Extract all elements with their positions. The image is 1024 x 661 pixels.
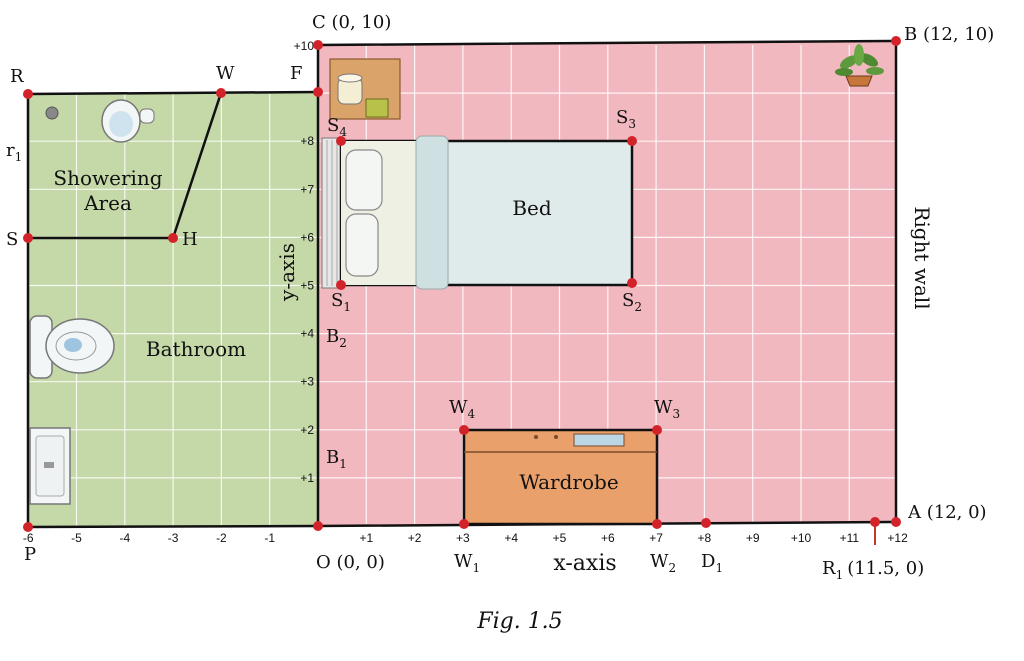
point-d1-label: D1 [701, 551, 723, 575]
x-tick-label: +8 [698, 531, 712, 545]
y-tick-label: +1 [300, 471, 314, 485]
origin-label: O (0, 0) [316, 552, 385, 573]
y-axis-ticks: +1 +2 +3 +4 +5 +6 +7 +8 +10 [294, 39, 315, 485]
point-c-label: C (0, 10) [312, 12, 391, 33]
point-s4-label: S4 [327, 115, 347, 139]
sink-icon [29, 427, 71, 505]
bed [321, 135, 634, 290]
point-w1-label: W1 [454, 551, 480, 575]
bathroom-label: Bathroom [146, 337, 246, 361]
point-a-label: A (12, 0) [907, 502, 987, 523]
figure-caption: Fig. 1.5 [476, 609, 562, 634]
showering-area-label-line2: Area [83, 191, 132, 215]
x-tick-label: +10 [791, 531, 812, 545]
x-tick-label: -6 [23, 531, 34, 545]
basin-icon [101, 99, 155, 143]
lamp-icon [329, 58, 401, 120]
x-tick-label: +4 [504, 531, 518, 545]
plant-icon [835, 44, 884, 87]
point-r1-label: R1(11.5, 0) [822, 558, 924, 582]
point-s1-label: S1 [331, 290, 351, 314]
y-tick-label: +2 [300, 423, 314, 437]
y-axis-label: y-axis [275, 243, 299, 302]
x-tick-label: +3 [456, 531, 470, 545]
point-p-label: P [24, 544, 36, 565]
point-s3-label: S3 [616, 107, 636, 131]
point-b-label: B (12, 10) [904, 24, 994, 45]
toilet-icon [29, 315, 115, 379]
y-tick-label: +10 [294, 39, 315, 53]
y-tick-label: +4 [300, 327, 314, 341]
y-tick-label: +7 [300, 182, 314, 196]
y-tick-label: +8 [300, 134, 314, 148]
x-tick-label: +5 [553, 531, 567, 545]
point-h-label: H [182, 229, 198, 250]
x-tick-label: -1 [264, 531, 275, 545]
point-b1-label: B1 [326, 447, 347, 471]
point-w-label: W [216, 63, 235, 84]
x-tick-label: +9 [746, 531, 760, 545]
point-r1-lower-label: r1 [6, 140, 22, 164]
x-axis-ticks: -6 -5 -4 -3 -2 -1 +1 +2 +3 +4 +5 +6 +7 +8 +9 +10 +11 +12 [23, 531, 908, 545]
x-tick-label: -5 [71, 531, 82, 545]
x-tick-label: +6 [601, 531, 615, 545]
x-tick-label: +1 [359, 531, 373, 545]
y-tick-label: +3 [300, 375, 314, 389]
x-tick-label: +7 [649, 531, 663, 545]
x-axis-label: x-axis [553, 551, 616, 576]
x-tick-label: -3 [168, 531, 179, 545]
point-f-label: F [290, 63, 303, 84]
x-tick-label: +11 [840, 531, 860, 545]
point-s2-label: S2 [622, 290, 642, 314]
point-w3-label: W3 [654, 397, 680, 421]
bed-label: Bed [512, 196, 552, 220]
x-tick-label: -4 [119, 531, 130, 545]
point-r-label: R [10, 66, 24, 87]
wardrobe [462, 428, 659, 526]
x-tick-label: +12 [887, 531, 908, 545]
y-tick-label: +5 [300, 279, 314, 293]
point-s-label: S [6, 229, 18, 250]
point-b2-label: B2 [326, 326, 347, 350]
showering-area-label-line1: Showering [53, 166, 162, 190]
y-tick-label: +6 [300, 230, 314, 244]
points [23, 36, 901, 532]
wardrobe-label: Wardrobe [519, 470, 618, 494]
x-tick-label: -2 [216, 531, 227, 545]
x-tick-label: +2 [408, 531, 422, 545]
right-wall-label: Right wall [910, 206, 934, 309]
drain-icon [45, 106, 59, 120]
point-w4-label: W4 [449, 397, 476, 421]
point-w2-label: W2 [650, 551, 676, 575]
